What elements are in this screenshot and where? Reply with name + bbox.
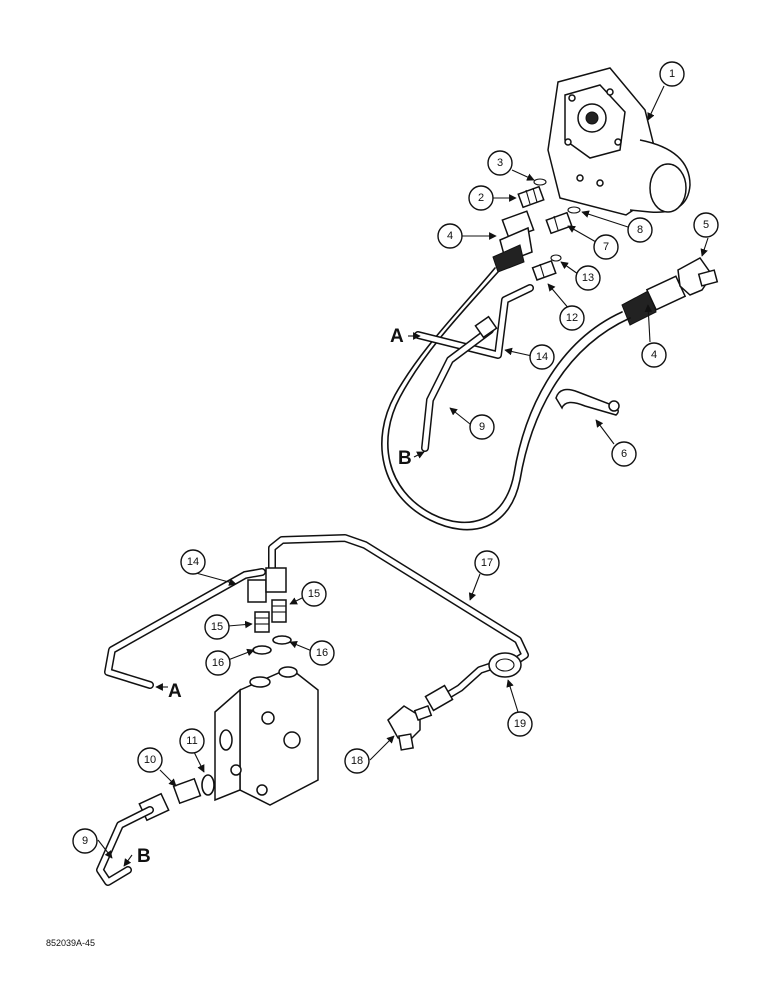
callout-16a: 16 bbox=[205, 650, 231, 676]
o-ring-16-right bbox=[272, 635, 292, 645]
fitting-7 bbox=[545, 211, 573, 235]
callout-18: 18 bbox=[344, 748, 370, 774]
o-ring-13 bbox=[550, 254, 562, 262]
callout-8: 8 bbox=[627, 217, 653, 243]
svg-text:4: 4 bbox=[651, 349, 657, 361]
callout-17: 17 bbox=[474, 550, 500, 576]
callout-5: 5 bbox=[693, 212, 719, 238]
callout-15b: 15 bbox=[204, 614, 230, 640]
figure-reference: 852039A-45 bbox=[46, 938, 95, 948]
callout-19: 19 bbox=[507, 711, 533, 737]
hose-loop bbox=[381, 267, 631, 531]
hose-end-4-right bbox=[621, 275, 687, 326]
tube-end-fitting bbox=[424, 684, 454, 712]
svg-text:3: 3 bbox=[497, 157, 503, 169]
elbow-fitting-18 bbox=[387, 704, 433, 751]
callout-10: 10 bbox=[137, 747, 163, 773]
svg-text:6: 6 bbox=[621, 448, 627, 460]
callout-15a: 15 bbox=[301, 581, 327, 607]
svg-text:16: 16 bbox=[316, 647, 328, 659]
callout-1: 1 bbox=[659, 61, 685, 87]
callout-13: 13 bbox=[575, 265, 601, 291]
svg-text:2: 2 bbox=[478, 192, 484, 204]
tube-nut-upper bbox=[474, 315, 498, 339]
callout-7: 7 bbox=[593, 234, 619, 260]
callout-3: 3 bbox=[487, 150, 513, 176]
svg-text:13: 13 bbox=[582, 272, 594, 284]
tube-14-lower-inner bbox=[105, 569, 265, 688]
svg-text:10: 10 bbox=[144, 754, 156, 766]
letter-a-upper: A bbox=[390, 326, 404, 347]
valve-body bbox=[214, 666, 319, 806]
o-ring-3 bbox=[533, 178, 547, 186]
svg-text:18: 18 bbox=[351, 755, 363, 767]
letter-b-lower: B bbox=[137, 846, 151, 867]
svg-text:9: 9 bbox=[479, 421, 485, 433]
callout-11: 11 bbox=[179, 728, 205, 754]
svg-text:8: 8 bbox=[637, 224, 643, 236]
callout-6: 6 bbox=[611, 441, 637, 467]
hose-end-4-left bbox=[492, 210, 535, 273]
tube-nuts-top bbox=[247, 567, 287, 603]
fitting-12 bbox=[531, 259, 557, 281]
svg-text:14: 14 bbox=[536, 351, 548, 363]
svg-text:14: 14 bbox=[187, 556, 199, 568]
svg-text:19: 19 bbox=[514, 718, 526, 730]
letter-a-lower: A bbox=[168, 681, 182, 702]
callout-14b: 14 bbox=[180, 549, 206, 575]
svg-text:1: 1 bbox=[669, 68, 675, 80]
svg-text:9: 9 bbox=[82, 835, 88, 847]
callout-14a: 14 bbox=[529, 344, 555, 370]
clamp-6 bbox=[555, 388, 620, 416]
tube-17-inner bbox=[269, 535, 528, 671]
hose-loop-inner bbox=[387, 271, 623, 524]
callout-16b: 16 bbox=[309, 640, 335, 666]
tube-9-upper-inner bbox=[422, 327, 493, 451]
o-ring-8 bbox=[567, 206, 581, 214]
svg-text:5: 5 bbox=[703, 219, 709, 231]
callout-4a: 4 bbox=[437, 223, 463, 249]
callout-2: 2 bbox=[468, 185, 494, 211]
fitting-10 bbox=[172, 777, 202, 805]
svg-text:7: 7 bbox=[603, 241, 609, 253]
clamp-19 bbox=[488, 652, 522, 678]
fitting-15-left bbox=[254, 611, 270, 633]
tube-14-upper-inner bbox=[415, 285, 533, 358]
elbow-fitting-5 bbox=[677, 257, 719, 296]
svg-text:15: 15 bbox=[308, 588, 320, 600]
svg-text:12: 12 bbox=[566, 312, 578, 324]
fitting-15-right bbox=[271, 599, 287, 623]
callout-4b: 4 bbox=[641, 342, 667, 368]
callout-9a: 9 bbox=[469, 414, 495, 440]
o-ring-11 bbox=[201, 774, 215, 796]
callout-12: 12 bbox=[559, 305, 585, 331]
fitting-2 bbox=[517, 185, 545, 209]
callout-9b: 9 bbox=[72, 828, 98, 854]
svg-text:16: 16 bbox=[212, 657, 224, 669]
letter-b-upper: B bbox=[398, 448, 412, 469]
svg-text:17: 17 bbox=[481, 557, 493, 569]
leader-lines bbox=[97, 85, 709, 867]
tube-14-lower-outer bbox=[104, 568, 266, 689]
svg-text:4: 4 bbox=[447, 230, 453, 242]
steering-control-unit bbox=[547, 67, 691, 216]
tube-9-lower-inner bbox=[97, 807, 153, 885]
svg-text:15: 15 bbox=[211, 621, 223, 633]
svg-text:11: 11 bbox=[186, 735, 197, 747]
o-ring-16-left bbox=[252, 645, 272, 655]
